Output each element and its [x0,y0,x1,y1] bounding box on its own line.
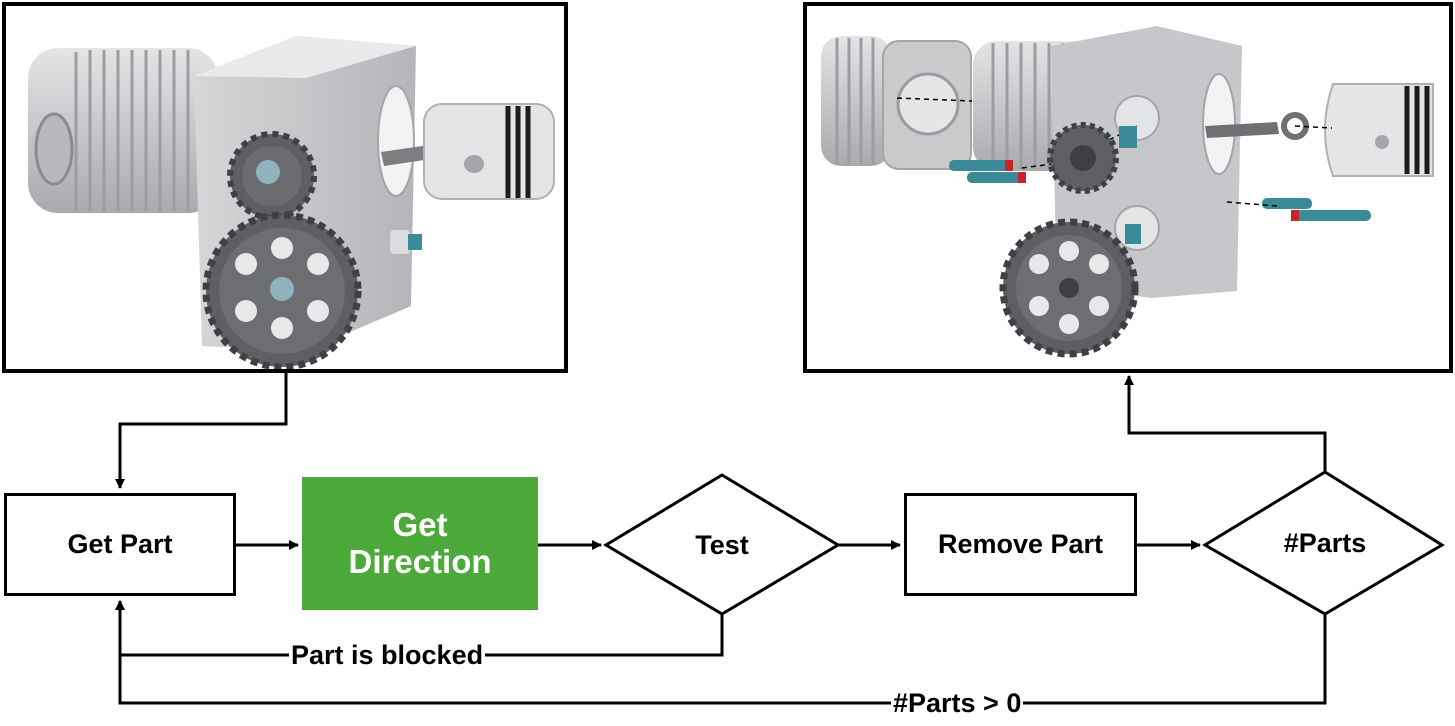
remove-part-label: Remove Part [937,529,1104,559]
exploded-engine-illustration [821,26,1434,358]
assembled-engine-illustration [28,36,555,369]
get-part-label: Get Part [67,529,173,559]
edge-assembled-to-get-part [115,372,288,489]
piston-shape [423,103,555,200]
part-is-blocked-label: Part is blocked [289,640,486,670]
test-label: Test [695,529,749,560]
edge-parts-loop-to-get-part [115,600,1327,705]
exploded-engine-image [803,2,1453,373]
parts-gt-zero-label: #Parts > 0 [891,688,1024,718]
parts-diamond [1202,470,1445,616]
test-diamond [603,473,841,616]
get-direction-node: Get Direction [302,477,538,610]
remove-part-node: Remove Part [904,493,1137,596]
edge-parts-done-to-exploded [1124,375,1327,472]
get-part-node: Get Part [4,493,236,596]
parts-label: #Parts [1283,527,1367,558]
get-direction-label: Get Direction [348,505,492,580]
assembled-engine-image [2,2,568,373]
